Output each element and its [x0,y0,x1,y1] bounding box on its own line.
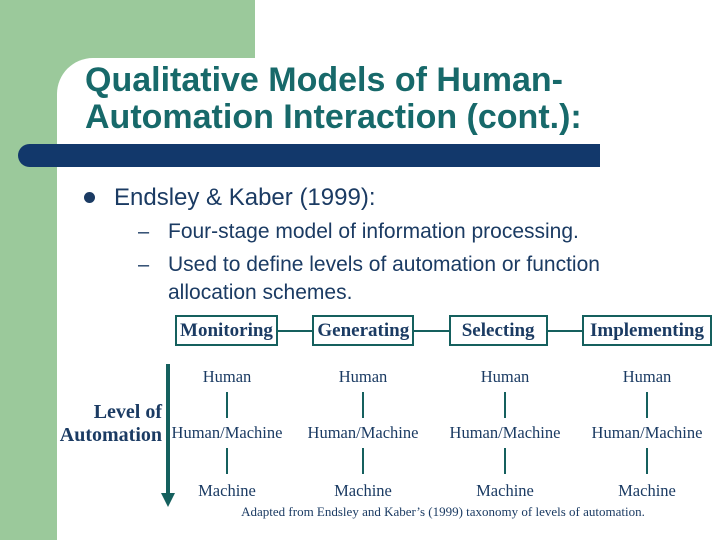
axis-label-line-1: Level of [93,401,162,423]
level-human-machine: Human/Machine [171,423,283,442]
level-human-machine: Human/Machine [449,423,561,442]
green-left-strip [0,0,58,540]
level-column-monitoring: Human Human/Machine Machine [147,368,307,506]
sub-bullet-list: – Four-stage model of information proces… [138,218,638,312]
level-human: Human [202,367,252,386]
stage-box-selecting: Selecting [448,315,548,346]
level-machine: Machine [334,481,392,500]
sub-bullet-2: – Used to define levels of automation or… [138,251,638,307]
title-underline-bar [18,144,600,167]
sub-bullet-1: – Four-stage model of information proces… [138,218,638,246]
dash-bullet-icon: – [138,221,150,243]
axis-label-line-2: Automation [59,424,162,446]
main-bullet: Endsley & Kaber (1999): [84,184,375,212]
stage-connector-line [278,329,313,332]
title-line-1: Qualitative Models of Human- [85,61,563,99]
main-bullet-text: Endsley & Kaber (1999): [114,184,376,211]
title-line-2: Automation Interaction (cont.): [85,98,582,136]
level-connector-line [225,392,229,418]
stage-box-row: Monitoring Generating Selecting Implemen… [175,315,712,346]
bullet-dot-icon [84,192,95,203]
level-human: Human [622,367,672,386]
arrow-down-icon [161,493,175,507]
level-machine: Machine [476,481,534,500]
level-connector-line [225,448,229,474]
level-column-selecting: Human Human/Machine Machine [425,368,585,506]
level-connector-line [361,448,365,474]
slide-title: Qualitative Models of Human- Automation … [85,62,685,136]
sub-bullet-2-text: Used to define levels of automation or f… [168,253,600,304]
level-connector-line [503,392,507,418]
source-caption: Adapted from Endsley and Kaber’s (1999) … [241,504,645,519]
level-machine: Machine [198,481,256,500]
automation-axis-arrow-line [166,364,170,494]
level-connector-line [361,392,365,418]
level-connector-line [645,448,649,474]
level-human-machine: Human/Machine [307,423,419,442]
stage-box-generating: Generating [312,315,415,346]
level-human: Human [338,367,388,386]
stage-connector-line [547,329,582,332]
stage-box-monitoring: Monitoring [175,315,278,346]
level-human-machine: Human/Machine [591,423,703,442]
dash-bullet-icon: – [138,254,150,276]
level-human: Human [480,367,530,386]
level-connector-line [645,392,649,418]
level-column-implementing: Human Human/Machine Machine [567,368,720,506]
sub-bullet-1-text: Four-stage model of information processi… [168,220,579,243]
level-column-generating: Human Human/Machine Machine [283,368,443,506]
axis-label: Level of Automation [30,401,162,447]
level-machine: Machine [618,481,676,500]
stage-box-implementing: Implementing [581,315,712,346]
level-connector-line [503,448,507,474]
stage-connector-line [414,329,449,332]
